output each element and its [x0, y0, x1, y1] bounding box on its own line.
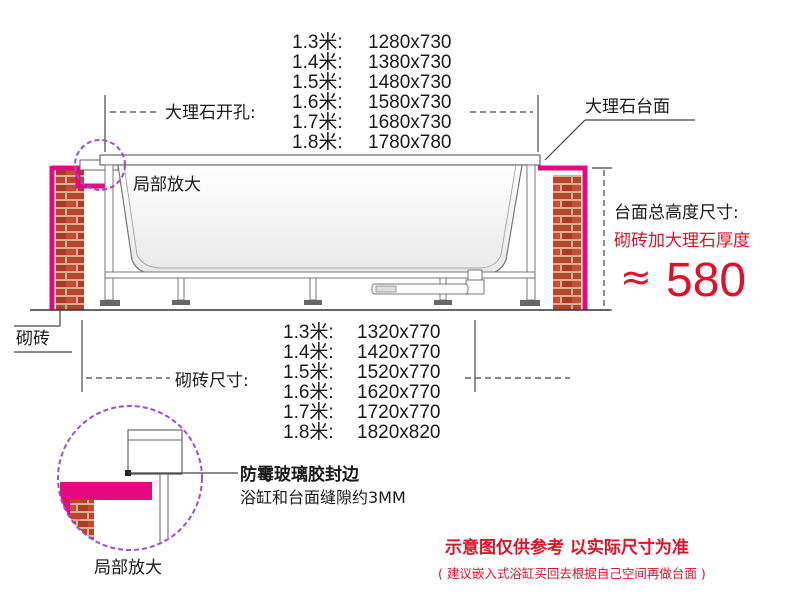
size-length: 1.6米:: [292, 91, 343, 113]
size-length: 1.7米:: [283, 401, 334, 423]
size-dimension: 1320x770: [357, 322, 440, 343]
suggestion-text: ( 建议嵌入式浴缸买回去根据自己空间再做台面 ): [438, 566, 706, 581]
brick-size-dimension: 砌砖尺寸: 1.3米: 1320x770 1.4米: 1420x770 1.5米: 152…: [81, 320, 570, 443]
size-dimension: 1820x820: [357, 422, 440, 443]
size-length: 1.8米:: [283, 421, 334, 443]
left-brick-wall: [49, 159, 119, 310]
size-dimension: 1620x770: [357, 382, 440, 403]
partial-zoom-bottom-label: 局部放大: [94, 558, 162, 578]
partial-zoom-top-label: 局部放大: [133, 175, 201, 195]
approx-symbol: ≈: [620, 255, 652, 299]
size-dimension: 1780x780: [368, 132, 451, 153]
size-length: 1.3米:: [283, 321, 334, 343]
size-dimension: 1480x730: [368, 72, 451, 93]
size-length: 1.6米:: [283, 381, 334, 403]
size-dimension: 1280x730: [368, 32, 451, 53]
brick-label: 砌砖: [16, 329, 50, 349]
total-height-dimension: 台面总高度尺寸: 砌砖加大理石厚度 ≈ 580: [592, 167, 750, 311]
zoom-detail-bottom: 防霉玻璃胶封边 浴缸和台面缝隙约3MM 局部放大: [57, 405, 406, 578]
brick-size-label: 砌砖尺寸:: [175, 371, 249, 391]
size-length: 1.4米:: [292, 51, 343, 73]
size-dimension: 1420x770: [357, 342, 440, 363]
brick-plus-marble-label: 砌砖加大理石厚度: [614, 231, 750, 251]
gap-note-label: 浴缸和台面缝隙约3MM: [240, 488, 406, 507]
size-length: 1.5米:: [292, 71, 343, 93]
size-length: 1.3米:: [292, 31, 343, 53]
size-dimension: 1680x730: [368, 112, 451, 133]
total-height-label: 台面总高度尺寸:: [614, 203, 739, 223]
size-dimension: 1720x770: [357, 402, 440, 423]
marble-cutout-label: 大理石开孔:: [165, 103, 256, 123]
size-dimension: 1520x770: [357, 362, 440, 383]
disclaimer-text: 示意图仅供参考 以实际尺寸为准: [445, 537, 689, 558]
size-length: 1.4米:: [283, 341, 334, 363]
size-dimension: 1380x730: [368, 52, 451, 73]
size-length: 1.8米:: [292, 131, 343, 153]
marble-sizes-list: 1.3米:1280x7301.4米:1380x7301.5米:1480x7301…: [292, 31, 451, 153]
marble-top-callout: 大理石台面: [544, 97, 695, 161]
right-brick-wall: [538, 165, 588, 310]
bathtub: [99, 154, 541, 306]
brick-sizes-list: 1.3米:1320x7701.4米:1420x7701.5米:1520x7701…: [283, 321, 440, 443]
brick-callout: 砌砖: [14, 306, 72, 353]
size-length: 1.5米:: [283, 361, 334, 383]
mildew-glue-label: 防霉玻璃胶封边: [240, 464, 360, 485]
marble-cutout-dimension: 大理石开孔: 1.3米: 1280x730 1.4米: 1380x730 1.5米: 14…: [104, 31, 539, 153]
total-height-value: 580: [666, 254, 746, 307]
marble-top-label: 大理石台面: [585, 97, 670, 117]
size-dimension: 1580x730: [368, 92, 451, 113]
size-length: 1.7米:: [292, 111, 343, 133]
zoom-circle-top: [74, 139, 126, 191]
